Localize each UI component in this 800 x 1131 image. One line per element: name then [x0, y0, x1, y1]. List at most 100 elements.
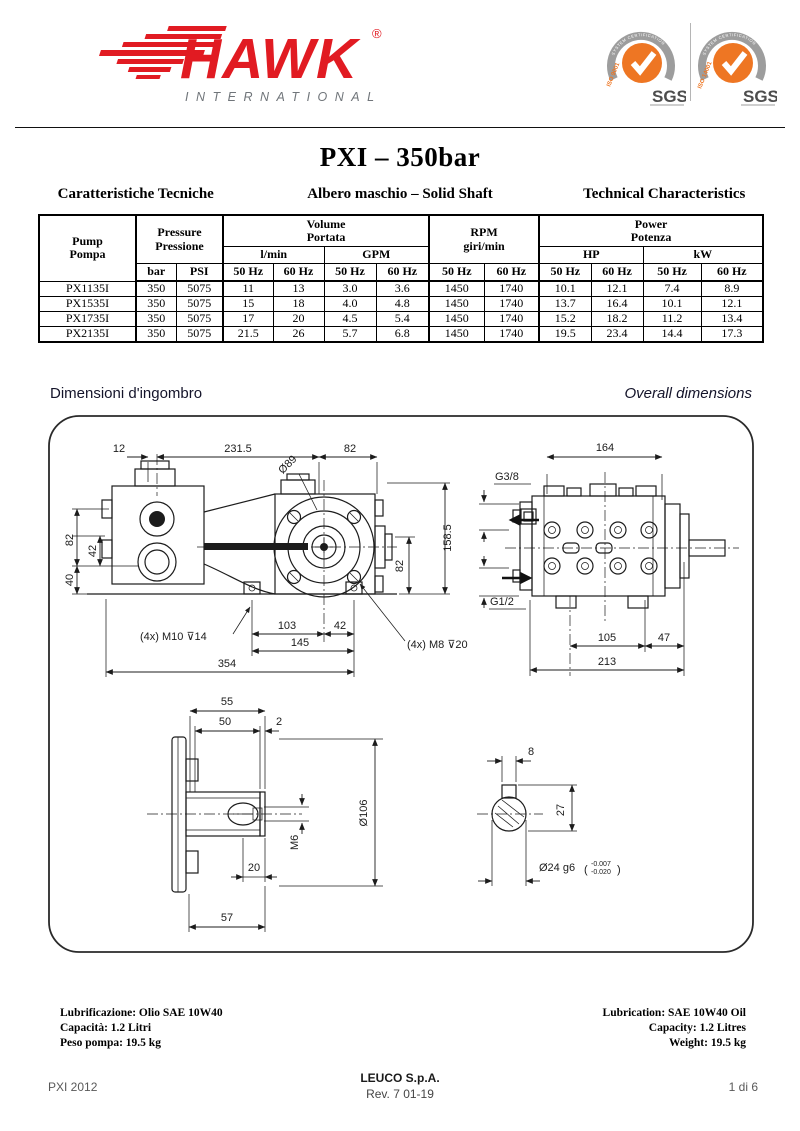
- unit-hz: 50 Hz: [428, 263, 485, 282]
- pump-model: PX1735I: [38, 311, 137, 327]
- dim-label: 158.5: [442, 524, 454, 552]
- dim-label: 354: [218, 658, 236, 670]
- unit-hp: HP: [538, 246, 644, 264]
- footer-page-number: 1 di 6: [728, 1080, 758, 1094]
- flange-view-drawing: 55 50 2 M6 Ø106 20 57: [147, 696, 383, 932]
- dim-label: 8: [528, 746, 534, 758]
- subheader-shaft: Albero maschio – Solid Shaft: [307, 186, 493, 202]
- side-view-drawing: 12 231.5 82 Ø89 82 42 40 158.5 82 103 42…: [64, 443, 468, 677]
- info-line: Capacity: 1.2 Litres: [648, 1021, 746, 1034]
- dim-label-diameter: Ø106: [358, 800, 370, 827]
- unit-hz: 60 Hz: [483, 263, 540, 282]
- dim-label: 164: [596, 442, 614, 454]
- dimensions-heading-it: Dimensioni d'ingombro: [50, 385, 203, 402]
- info-line: Capacità: 1.2 Litri: [60, 1021, 152, 1034]
- unit-hz: 50 Hz: [642, 263, 702, 282]
- unit-hz: 60 Hz: [272, 263, 325, 282]
- sgs-badge-iso14001: SYSTEM CERTIFICATION ISO 14001 SGS: [697, 32, 777, 106]
- section-subheaders: Caratteristiche Tecniche Albero maschio …: [38, 186, 762, 203]
- info-line: Weight: 19.5 kg: [669, 1036, 746, 1049]
- dim-label: 57: [221, 912, 233, 924]
- dim-label: 145: [291, 637, 309, 649]
- unit-hz: 50 Hz: [323, 263, 377, 282]
- dim-label: 40: [64, 574, 76, 586]
- unit-bar: bar: [135, 263, 177, 282]
- drawing-border: [48, 415, 754, 953]
- checkmark-icon: [721, 51, 748, 76]
- info-line: Lubrication: SAE 10W40 Oil: [602, 1007, 746, 1019]
- shaft-section-drawing: 8 27 Ø24 g6 ( -0.007 -0.020 ): [477, 746, 621, 886]
- bolt-note-m10: (4x) M10 ⊽14: [140, 631, 207, 643]
- certification-badges: SYSTEM CERTIFICATION ISO 9001 SGS SYSTEM…: [604, 14, 780, 110]
- lubrication-info-en: Lubrication: SAE 10W40 Oil Capacity: 1.2…: [603, 1006, 746, 1051]
- tolerance-upper: -0.007: [591, 861, 611, 868]
- dimensions-heading-en: Overall dimensions: [624, 385, 752, 402]
- pump-model: PX2135I: [38, 326, 137, 343]
- unit-hz: 60 Hz: [375, 263, 430, 282]
- header-divider: [15, 127, 785, 128]
- port-label-g12: G1/2: [490, 596, 514, 608]
- badge-circle: [622, 43, 662, 83]
- unit-gpm: GPM: [323, 246, 430, 264]
- dim-label: 12: [113, 443, 125, 455]
- footer-revision: Rev. 7 01-19: [366, 1087, 434, 1101]
- unit-hz: 50 Hz: [222, 263, 274, 282]
- bolt-note-m8: (4x) M8 ⊽20: [407, 639, 468, 651]
- subheader-italian: Caratteristiche Tecniche: [57, 186, 214, 202]
- dim-label: 105: [598, 632, 616, 644]
- footer-company: LEUCO S.p.A.: [360, 1071, 440, 1085]
- port-label-g38: G3/8: [495, 471, 519, 483]
- tolerance-paren: (: [584, 864, 588, 876]
- unit-hz: 60 Hz: [700, 263, 764, 282]
- technical-drawing-panel: 12 231.5 82 Ø89 82 42 40 158.5 82 103 42…: [47, 414, 755, 954]
- unit-psi: PSI: [175, 263, 224, 282]
- thread-label-m6: M6: [289, 835, 301, 850]
- unit-lmin: l/min: [222, 246, 325, 264]
- brand-subtitle: INTERNATIONAL: [185, 90, 382, 104]
- hawk-speedlines-icon: [99, 26, 227, 79]
- footer-document-id: PXI 2012: [48, 1080, 98, 1094]
- pump-model: PX1135I: [38, 280, 137, 297]
- subheader-english: Technical Characteristics: [583, 186, 746, 202]
- dim-label: 103: [278, 620, 296, 632]
- pump-model: PX1535I: [38, 296, 137, 312]
- dim-label: 27: [555, 804, 567, 816]
- tolerance-paren: ): [617, 864, 621, 876]
- dim-label: 82: [394, 560, 406, 572]
- badge-circle: [713, 43, 753, 83]
- info-line: Peso pompa: 19.5 kg: [60, 1036, 161, 1049]
- lubrication-info-it: Lubrificazione: Olio SAE 10W40 Capacità:…: [60, 1006, 223, 1051]
- dim-label: 55: [221, 696, 233, 708]
- dim-label: 50: [219, 716, 231, 728]
- dim-label: 42: [87, 545, 99, 557]
- registered-mark: ®: [372, 26, 382, 41]
- hawk-logo: HAWK ® INTERNATIONAL: [52, 16, 397, 106]
- shaft-diameter-label: Ø24 g6: [539, 862, 575, 874]
- unit-hz: 50 Hz: [538, 263, 592, 282]
- checkmark-icon: [630, 51, 657, 76]
- badge-org: SGS: [743, 87, 777, 106]
- unit-hz: 60 Hz: [590, 263, 644, 282]
- dim-label: 42: [334, 620, 346, 632]
- dim-label: 231.5: [224, 443, 252, 455]
- badge-org: SGS: [652, 87, 686, 106]
- dim-label: 82: [64, 534, 76, 546]
- dim-label: 20: [248, 862, 260, 874]
- sgs-badge-iso9001: SYSTEM CERTIFICATION ISO 9001 SGS: [606, 32, 686, 106]
- brand-name: HAWK: [180, 27, 361, 91]
- dim-label: 47: [658, 632, 670, 644]
- unit-kw: kW: [642, 246, 764, 264]
- dim-label: 82: [344, 443, 356, 455]
- info-line: Lubrificazione: Olio SAE 10W40: [60, 1007, 223, 1019]
